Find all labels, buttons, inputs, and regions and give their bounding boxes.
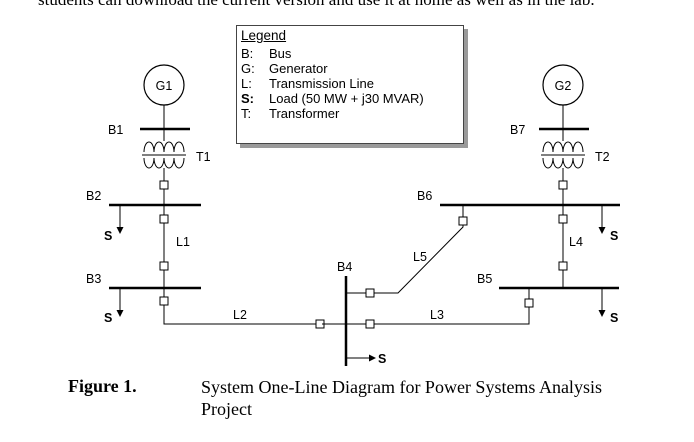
line-l3-label: L3: [430, 308, 444, 322]
legend-entry: T: Transformer: [241, 106, 459, 121]
legend-key: B:: [241, 46, 254, 61]
transformer-t2-label: T2: [595, 150, 610, 164]
bus-b7-label: B7: [510, 123, 525, 137]
breaker: [524, 298, 534, 308]
line-l2-label: L2: [233, 308, 247, 322]
bus-b2-label: B2: [86, 189, 101, 203]
figure-caption-text: System One-Line Diagram for Power System…: [201, 377, 602, 419]
breaker: [365, 319, 375, 329]
breaker: [159, 296, 169, 306]
transformer-t2: [541, 141, 585, 169]
breaker: [159, 261, 169, 271]
generator-g2: G2: [542, 64, 584, 106]
legend-text: Bus: [269, 46, 292, 61]
line-l1-label: L1: [176, 235, 190, 249]
load-s-label: S: [610, 229, 618, 243]
legend-text: Load (50 MW + j30 MVAR): [269, 91, 424, 106]
load-s-label: S: [610, 311, 618, 325]
transformer-t1-label: T1: [196, 150, 211, 164]
load-s-label: S: [104, 311, 112, 325]
breaker: [558, 214, 568, 224]
legend-key: S:: [241, 91, 254, 106]
legend-key: G:: [241, 61, 255, 76]
generator-g1-label: G1: [156, 79, 173, 93]
bus-b1-label: B1: [108, 123, 123, 137]
line-l4-label: L4: [569, 235, 583, 249]
legend-entry: G: Generator: [241, 61, 459, 76]
generator-g2-label: G2: [555, 79, 572, 93]
breaker: [458, 216, 468, 226]
breaker: [558, 261, 568, 271]
page-top-text: students can download the current versio…: [38, 0, 694, 10]
bus-b6-label: B6: [417, 189, 432, 203]
transformer-t1: [142, 141, 186, 169]
legend-entry: B: Bus: [241, 46, 459, 61]
bus-b5-label: B5: [477, 272, 492, 286]
line-l5-label: L5: [413, 250, 427, 264]
breaker: [159, 214, 169, 224]
load-s-label: S: [378, 352, 386, 366]
legend-box: Legend B: Bus G: Generator L: Transmissi…: [236, 25, 464, 144]
legend-key: T:: [241, 106, 252, 121]
legend-text: Transformer: [269, 106, 340, 121]
load-s-label: S: [104, 229, 112, 243]
legend-entry: S: Load (50 MW + j30 MVAR): [241, 91, 459, 106]
bus-b3-label: B3: [86, 272, 101, 286]
line-l5: [346, 205, 464, 294]
breaker: [558, 180, 568, 190]
legend-title: Legend: [241, 28, 287, 43]
legend-entry: L: Transmission Line: [241, 76, 459, 91]
figure-label: Figure 1.: [68, 376, 137, 396]
legend-text: Generator: [269, 61, 328, 76]
legend-text: Transmission Line: [269, 76, 375, 91]
legend-key: L:: [241, 76, 252, 91]
breaker: [365, 288, 375, 298]
breaker: [159, 180, 169, 190]
bus-b4-label: B4: [337, 260, 352, 274]
generator-g1: G1: [143, 64, 185, 106]
